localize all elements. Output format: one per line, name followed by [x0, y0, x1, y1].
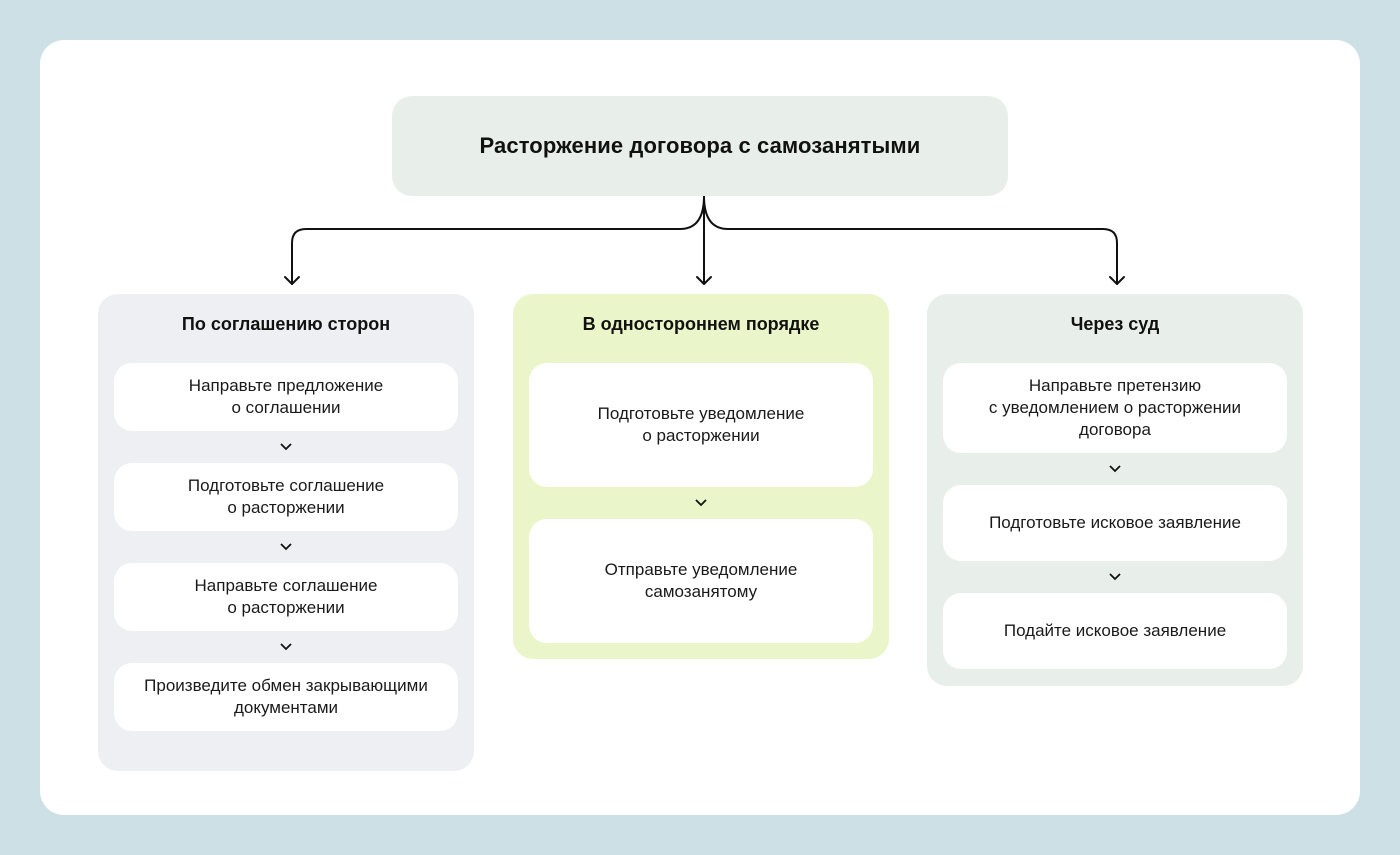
column-agreement: По соглашению сторон Направьте предложен…	[98, 294, 474, 771]
chevron-down-icon	[114, 531, 458, 563]
chevron-down-icon	[114, 631, 458, 663]
column-title: В одностороннем порядке	[582, 313, 820, 334]
step-box: Подайте исковое заявление	[943, 593, 1287, 669]
step-box: Подготовьте исковое заявление	[943, 485, 1287, 561]
chevron-down-icon	[529, 487, 873, 519]
step-box: Подготовьте уведомление о расторжении	[529, 363, 873, 487]
chevron-down-icon	[943, 561, 1287, 593]
column-title: По соглашению сторон	[181, 313, 391, 334]
column-title: Через суд	[1070, 313, 1160, 334]
chevron-down-icon	[114, 431, 458, 463]
column-unilateral: В одностороннем порядке Подготовьте увед…	[513, 294, 889, 659]
step-box: Произведите обмен закрывающими документа…	[114, 663, 458, 731]
chevron-down-icon	[943, 453, 1287, 485]
diagram-title: Расторжение договора с самозанятыми	[392, 96, 1008, 196]
step-box: Подготовьте соглашение о расторжении	[114, 463, 458, 531]
step-box: Направьте соглашение о расторжении	[114, 563, 458, 631]
step-box: Направьте предложение о соглашении	[114, 363, 458, 431]
step-box: Направьте претензию с уведомлением о рас…	[943, 363, 1287, 453]
column-court: Через суд Направьте претензию с уведомле…	[927, 294, 1303, 686]
step-box: Отправьте уведомление самозанятому	[529, 519, 873, 643]
